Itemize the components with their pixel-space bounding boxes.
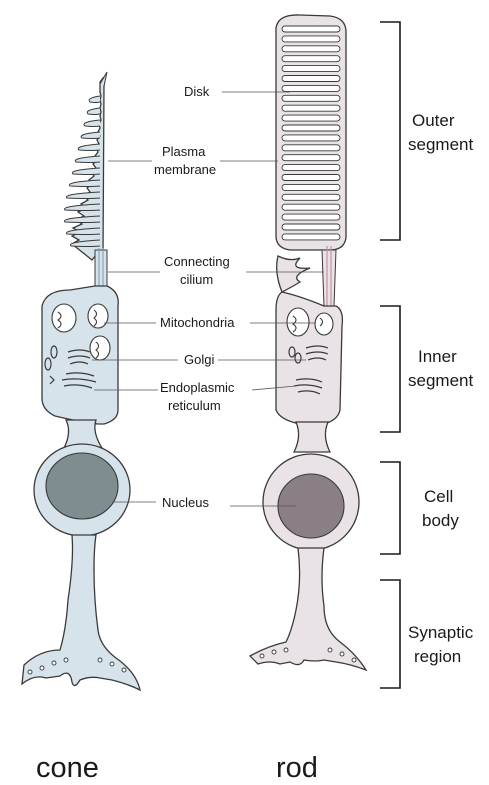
rod-disk bbox=[282, 175, 340, 181]
rod-cell bbox=[250, 15, 366, 670]
region-outer-line1: Outer bbox=[412, 111, 455, 130]
region-synaptic-line1: Synaptic bbox=[408, 623, 474, 642]
rod-disk bbox=[282, 76, 340, 82]
rod-disk bbox=[282, 66, 340, 72]
rod-disk bbox=[282, 234, 340, 240]
rod-disk bbox=[282, 184, 340, 190]
region-brackets: Outer segment Inner segment Cell body Sy… bbox=[380, 22, 474, 688]
region-cellbody-line2: body bbox=[422, 511, 459, 530]
label-er-line2: reticulum bbox=[168, 398, 221, 413]
rod-disk bbox=[282, 165, 340, 171]
cone-cell bbox=[22, 72, 140, 690]
rod-disk bbox=[282, 26, 340, 32]
cone-cilium bbox=[95, 250, 107, 286]
rod-cilium bbox=[322, 250, 336, 306]
region-inner-line1: Inner bbox=[418, 347, 457, 366]
rod-lower-fins bbox=[277, 256, 310, 292]
rod-disk bbox=[282, 46, 340, 52]
rod-disk bbox=[282, 105, 340, 111]
cone-axon bbox=[22, 535, 140, 690]
rod-disk bbox=[282, 95, 340, 101]
rod-disk bbox=[282, 36, 340, 42]
rod-axon bbox=[250, 548, 366, 670]
label-disk: Disk bbox=[184, 84, 210, 99]
cell-name-cone: cone bbox=[36, 752, 99, 784]
label-connecting-cilium-line2: cilium bbox=[180, 272, 213, 287]
label-nucleus: Nucleus bbox=[162, 495, 209, 510]
rod-disk bbox=[282, 125, 340, 131]
rod-disk bbox=[282, 145, 340, 151]
cone-nucleus bbox=[46, 453, 118, 519]
label-er-line1: Endoplasmic bbox=[160, 380, 235, 395]
rod-disk bbox=[282, 115, 340, 121]
label-mitochondria: Mitochondria bbox=[160, 315, 235, 330]
rod-disk bbox=[282, 135, 340, 141]
label-golgi: Golgi bbox=[184, 352, 214, 367]
rod-connector bbox=[294, 422, 330, 452]
rod-disk bbox=[282, 155, 340, 161]
rod-disk bbox=[282, 214, 340, 220]
region-synaptic-line2: region bbox=[414, 647, 461, 666]
rod-disk bbox=[282, 85, 340, 91]
region-cellbody-line1: Cell bbox=[424, 487, 453, 506]
cell-name-rod: rod bbox=[276, 752, 318, 784]
region-outer-line2: segment bbox=[408, 135, 473, 154]
rod-disk bbox=[282, 194, 340, 200]
region-inner-line2: segment bbox=[408, 371, 473, 390]
label-plasma-membrane-line1: Plasma bbox=[162, 144, 206, 159]
rod-inner-segment bbox=[276, 292, 342, 424]
rod-disk bbox=[282, 224, 340, 230]
label-plasma-membrane-line2: membrane bbox=[154, 162, 216, 177]
rod-disk bbox=[282, 56, 340, 62]
rod-disk bbox=[282, 204, 340, 210]
label-connecting-cilium-line1: Connecting bbox=[164, 254, 230, 269]
